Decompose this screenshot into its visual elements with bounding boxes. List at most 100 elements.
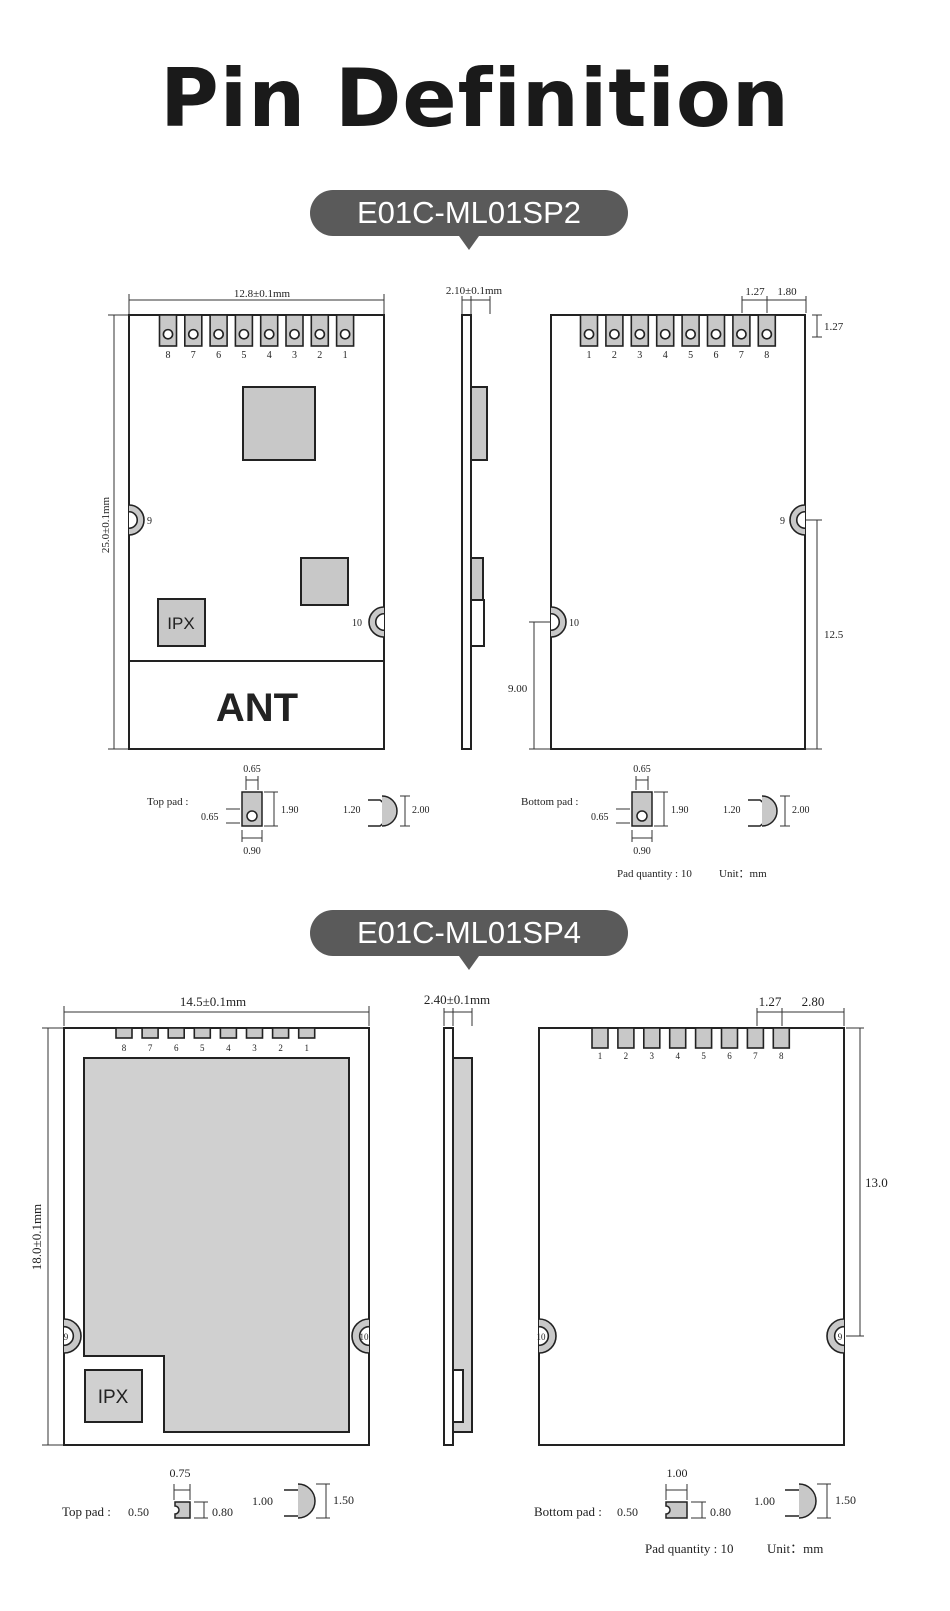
m2-back-pad-10-hole [538,1325,550,1347]
m1-front-pad-hole-4 [263,328,275,340]
m1-front-pin-label-4: 4 [267,350,272,361]
m2-top-pad-label: Top pad : [62,1504,111,1519]
m2-back-pad-4 [668,1027,687,1049]
m2-bottom-pad-w: 1.00 [667,1466,688,1480]
m1-top-half-w: 1.20 [343,805,361,816]
m1-front-board [128,314,385,750]
m1-front-pad-hole-8 [162,328,174,340]
m2-back-pin-label-1: 1 [598,1051,603,1061]
m2-top-pad-h: 0.80 [212,1505,233,1519]
m2-back-pad-8 [772,1027,791,1049]
m1-front-pad-hole-6 [213,328,224,340]
m2-height-label: 18.0±0.1mm [29,1204,44,1270]
m2-front-pad-9-hole [63,1325,75,1347]
m1-ipx-label: IPX [167,614,194,633]
m1-front-pad-hole-3 [289,328,300,340]
m2-front-pin-label-2: 2 [278,1043,283,1053]
m2-back-pin-label-8: 8 [779,1051,784,1061]
m2-front-pad-2 [271,1027,290,1039]
m1-side-ipx [470,599,485,647]
m1-height-label: 25.0±0.1mm [100,496,112,553]
m2-side-ipx [452,1369,464,1423]
m2-back-pad-2 [617,1027,635,1049]
m2-back-pad-7 [746,1027,765,1049]
m2-top-half-h: 1.50 [333,1493,354,1507]
m1-front-pin-label-3: 3 [292,350,297,361]
m1-front-pin-label-5: 5 [241,350,246,361]
m2-side-board [443,1027,454,1446]
m1-front-pin-label-2: 2 [317,350,322,361]
m1-front-pin-label-7: 7 [191,350,196,361]
m1-front-pad-hole-2 [314,328,326,340]
m1-side-small-chip [470,557,484,606]
m1-bottom-pad-label: Bottom pad : [521,796,578,808]
m2-bottom-pad-label: Bottom pad : [534,1504,602,1519]
m2-front-pad-5 [193,1027,212,1039]
m2-thickness-label: 2.40±0.1mm [424,992,490,1007]
m1-back-pad9-label: 9 [780,516,785,527]
m2-bottom-half-w: 1.00 [754,1494,775,1508]
m2-pad9-dim: 13.0 [865,1175,888,1190]
m1-top-pad-inner: 0.65 [201,812,219,823]
m2-ipx-label: IPX [98,1387,129,1408]
m2-back-pin-label-5: 5 [701,1051,706,1061]
m2-bottom-half-h: 1.50 [835,1493,856,1507]
m1-back-pad-hole-7 [736,328,747,340]
m1-top-pad-total: 0.90 [243,846,261,857]
m1-front-pin-label-1: 1 [343,350,348,361]
m1-back-pad-hole-5 [685,328,696,340]
m1-front-pad-9-hole [128,510,138,530]
m1-bottom-pad-total: 0.90 [633,846,651,857]
m2-front-pin-label-4: 4 [226,1043,231,1053]
m2-back-pad10-label: 10 [537,1332,547,1342]
m1-front-pad10-label: 10 [352,618,362,629]
m2-back-pad-6 [720,1027,739,1049]
m2-back-pad9-label: 9 [838,1332,843,1342]
m1-side-chip [470,386,488,461]
m1-back-pad-hole-3 [634,328,646,340]
m2-front-pin-label-5: 5 [200,1043,205,1053]
m1-front-pad9-label: 9 [147,516,152,527]
m1-back-pin-label-6: 6 [714,350,719,361]
m1-back-pad-10-hole [550,612,560,632]
m1-top-offset-label: 1.27 [824,321,844,333]
m2-side-shield [452,1057,473,1433]
m1-front-pad-hole-1 [339,328,351,340]
module1-name-badge: E01C-ML01SP2 [310,190,628,250]
m1-bottom-pad-inner: 0.65 [591,812,609,823]
m1-top-pad-w: 0.65 [243,764,261,775]
m2-top-pad-inner: 0.50 [128,1505,149,1519]
m1-front-pin-label-6: 6 [216,350,221,361]
m2-edge-label: 2.80 [802,994,825,1009]
m1-back-pin-label-1: 1 [587,350,592,361]
m2-front-pad9-label: 9 [64,1332,69,1342]
m2-front-pin-label-6: 6 [174,1043,179,1053]
m1-back-pad-9-hole [796,510,806,530]
m1-bottom-pad-h: 1.90 [671,805,689,816]
m2-back-pin-label-7: 7 [753,1051,758,1061]
m1-bottom-half-w: 1.20 [723,805,741,816]
m2-front-pin-label-1: 1 [304,1043,309,1053]
m1-side-board [461,314,472,750]
m2-pad-quantity: Pad quantity : 10 [645,1541,733,1556]
m2-back-pin-label-6: 6 [727,1051,732,1061]
m1-pitch-label: 1.27 [745,286,765,298]
m2-ipx-connector [84,1369,143,1423]
m1-thickness-label: 2.10±0.1mm [446,285,503,297]
m2-front-pin-label-3: 3 [252,1043,257,1053]
m1-top-half-h: 2.00 [412,805,430,816]
m1-front-pad-hole-7 [187,328,199,340]
m2-shield-can [83,1057,350,1433]
m1-back-pad-hole-1 [583,328,595,340]
m1-back-pin-label-7: 7 [739,350,744,361]
m2-back-pin-label-2: 2 [624,1051,629,1061]
module2-name-badge: E01C-ML01SP4 [310,910,628,970]
m1-back-pin-label-8: 8 [764,350,769,361]
m1-main-chip [242,386,316,461]
m1-unit: Unit：mm [719,868,767,880]
m1-width-label: 12.8±0.1mm [234,288,291,300]
m1-back-pad10-label: 10 [569,618,579,629]
m1-ant-label: ANT [216,686,298,730]
m2-top-pad-w: 0.75 [170,1466,191,1480]
